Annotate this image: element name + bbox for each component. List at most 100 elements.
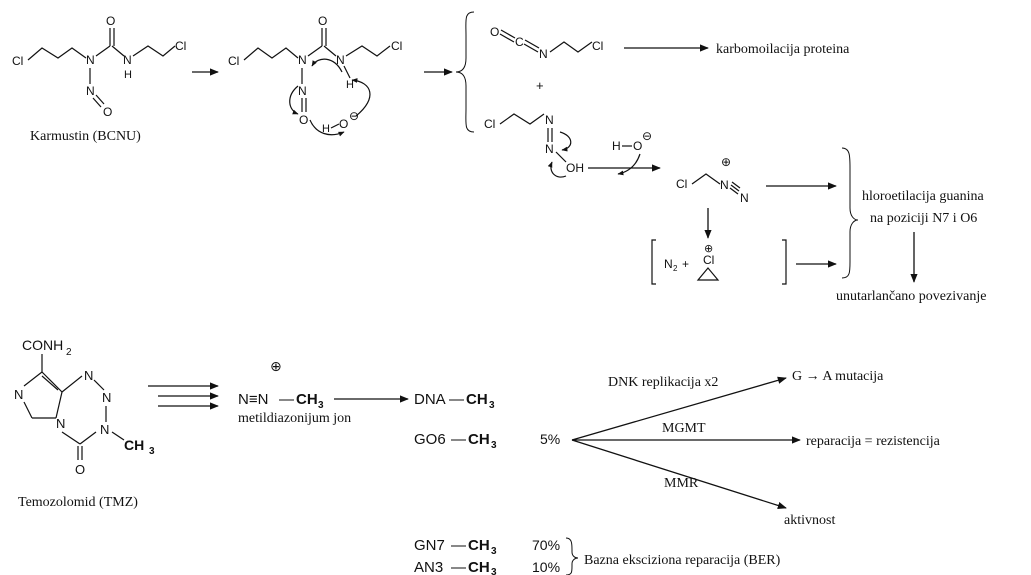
bcnu-structure: Cl N O N H Cl N O [12, 14, 186, 119]
mdz-charge: ⊕ [270, 358, 282, 374]
intermediate-structure: Cl N O N H Cl N O H O ⊖ [228, 14, 402, 137]
tmz-tz-4 [79, 431, 97, 445]
dz-n1: N [720, 178, 729, 192]
guanine-brace [841, 147, 859, 279]
int-o-nitroso: O [299, 113, 308, 127]
tmz-n-t3: N [100, 422, 109, 437]
mmr-result: aktivnost [784, 513, 835, 528]
dna-dash: — [449, 391, 464, 408]
dh-hydroxide-arrow [617, 153, 641, 176]
bcnu-cl-left: Cl [12, 54, 23, 68]
bcnu-left-chain [27, 47, 87, 61]
carbamoylation-label: karbomoilacija proteina [716, 42, 850, 57]
int-cl-left: Cl [228, 54, 239, 68]
int-bond-nh [343, 65, 351, 79]
iso-o: O [490, 25, 499, 39]
isocyanate-structure: O C N Cl [490, 25, 603, 61]
iso-bond-oc-a [499, 33, 515, 43]
int-push-arrow-4 [309, 119, 345, 137]
iso-bond-cn-b [524, 39, 540, 49]
dh-hydroxide-h: H [612, 139, 621, 153]
an3-ch: CH [468, 559, 490, 575]
tmz-tz-1 [61, 375, 83, 393]
tmz-tz-2 [93, 379, 105, 391]
bracket-left [651, 239, 656, 285]
int-push-arrow-3 [289, 85, 299, 115]
dz-n2: N [740, 191, 749, 205]
go6-percent: 5% [540, 431, 560, 447]
mdz-dash: — [279, 391, 294, 408]
tmz-structure: CONH 2 N N N N N O CH 3 [14, 337, 155, 477]
bcnu-no-bond-a [95, 94, 105, 105]
int-bond-nc [307, 45, 323, 57]
mdz-ch: CH [296, 391, 318, 408]
mgmt-label: MGMT [662, 421, 706, 436]
int-left-chain [243, 47, 299, 61]
chloronium-n2-sub: 2 [673, 264, 678, 273]
an3-prefix: AN3 [414, 559, 443, 575]
bcnu-o-carbonyl: O [106, 14, 115, 28]
tmz-name: Temozolomid (TMZ) [18, 495, 138, 510]
dh-cl: Cl [484, 117, 495, 131]
bcnu-n-nitroso: N [86, 84, 95, 98]
mmr-label: MMR [664, 476, 699, 491]
dh-push-arrow-1 [559, 131, 572, 152]
dz-triple-a [729, 187, 739, 195]
an3-dash: — [451, 559, 466, 575]
tmz-tz-5 [61, 431, 81, 445]
dz-chain [691, 173, 721, 185]
products-plus: + [536, 78, 544, 93]
chloronium-cl: Cl [703, 253, 714, 267]
bcnu-n1: N [86, 53, 95, 67]
dh-n2: N [545, 142, 554, 156]
dh-n1: N [545, 113, 554, 127]
tmz-im-1 [23, 371, 43, 387]
tmz-o: O [75, 462, 85, 477]
arrow-mmr [571, 439, 787, 509]
dh-bond-noh [555, 151, 567, 163]
bcnu-right-chain [132, 45, 176, 57]
int-n2: N [336, 53, 345, 67]
guanine-line1: hloroetilacija guanina [862, 189, 984, 204]
gn7-dash: — [451, 537, 466, 554]
dz-triple-b [730, 184, 740, 192]
bcnu-bond-nc [95, 45, 111, 57]
int-cl-right: Cl [391, 39, 402, 53]
diazonium-structure: Cl N ⊕ N [676, 155, 749, 205]
tmz-conh2: CONH [22, 337, 63, 353]
iso-n: N [539, 47, 548, 61]
dh-hydroxide-o: O [633, 139, 642, 153]
bcnu-name: Karmustin (BCNU) [30, 129, 141, 144]
ber-label: Bazna ekscizionа reparacija (BER) [584, 553, 781, 568]
mdz-sub: 3 [318, 400, 324, 411]
iso-bond-cn-a [523, 43, 539, 53]
gn7-ch: CH [468, 537, 490, 554]
gn7-prefix: GN7 [414, 537, 445, 554]
bcnu-cl-right: Cl [175, 39, 186, 53]
tmz-n-t1: N [84, 368, 93, 383]
dz-cl: Cl [676, 177, 687, 191]
bcnu-n2: N [123, 53, 132, 67]
tmz-n-t2: N [102, 390, 111, 405]
go6-dash: — [451, 431, 466, 448]
dna-prefix: DNA [414, 391, 446, 408]
int-hydroxide-charge: ⊖ [349, 109, 359, 123]
int-push-arrow-2 [311, 58, 343, 73]
iso-cl: Cl [592, 39, 603, 53]
replication-label: DNK replikacija x2 [608, 375, 718, 390]
mdz-formula-pre: N≡N [238, 391, 268, 408]
gn7-sub: 3 [491, 546, 497, 557]
int-n1: N [298, 53, 307, 67]
int-bond-cn [323, 45, 337, 57]
chloronium-n2: N [664, 257, 673, 271]
tmz-im-5b [41, 375, 59, 391]
bcnu-o-nitroso: O [103, 105, 112, 119]
an3-sub: 3 [491, 567, 497, 575]
products-brace [455, 11, 475, 133]
dh-chain [499, 113, 545, 125]
crosslink-label: unutarlančano povezivanje [836, 289, 986, 304]
iso-c: C [515, 35, 524, 49]
guanine-line2: na poziciji N7 i O6 [870, 211, 977, 226]
dz-triple-c [731, 181, 741, 189]
an3-percent: 10% [532, 559, 560, 575]
